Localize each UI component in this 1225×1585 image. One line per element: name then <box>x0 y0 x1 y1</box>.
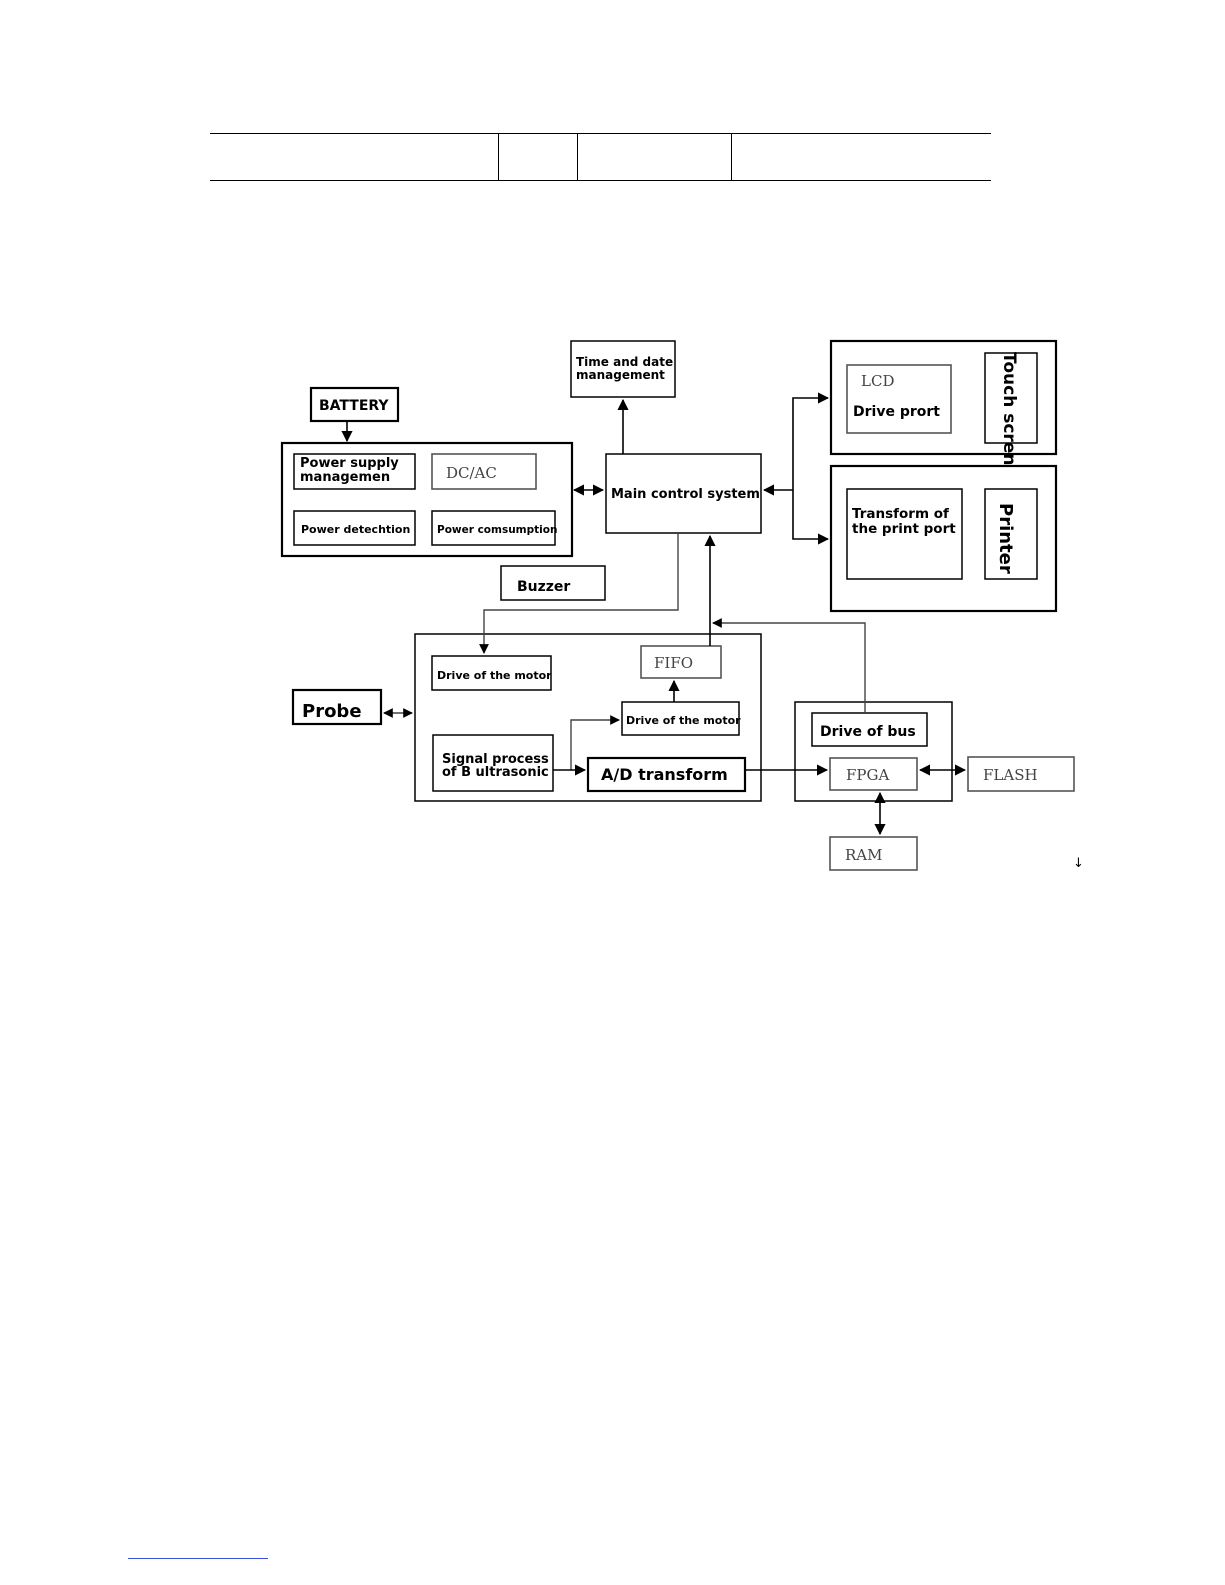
main-control-box <box>605 453 762 534</box>
header-cell-3 <box>577 134 732 180</box>
ad-transform-label: A/D transform <box>601 765 728 784</box>
bus-to-main-arrow <box>712 618 866 713</box>
paragraph-mark: ↓ <box>1073 856 1084 871</box>
dc-ac-box <box>431 453 537 490</box>
fifo-label: FIFO <box>654 654 693 672</box>
time-date-box <box>570 340 676 398</box>
power-supply-label-2: managemen <box>300 470 390 485</box>
probe-box <box>291 688 383 726</box>
drive-bus-label: Drive of bus <box>820 724 916 740</box>
battery-label: BATTERY <box>319 398 389 414</box>
drive-motor-label-2: Drive of the motor <box>626 714 741 727</box>
signal-process-box <box>432 734 554 792</box>
probe-label: Probe <box>302 701 362 722</box>
signal-to-motor-arrow <box>570 715 620 770</box>
dc-ac-label: DC/AC <box>446 464 497 482</box>
time-date-label-1: Time and date <box>576 355 673 369</box>
footer-link-line[interactable] <box>128 1558 268 1559</box>
printer-label: Printer <box>995 503 1016 574</box>
drive-motor-box-2 <box>621 701 740 736</box>
header-table <box>210 133 991 181</box>
ram-box <box>829 836 918 871</box>
ram-label: RAM <box>845 846 883 864</box>
buzzer-box <box>500 565 606 601</box>
battery-box <box>309 386 400 423</box>
main-to-motor-arrow <box>479 533 679 654</box>
touch-screen-label: Touch scren <box>999 352 1019 465</box>
transform-print-box <box>846 488 963 580</box>
power-consumption-label: Power comsumption <box>437 524 557 536</box>
transform-print-label-1: Transform of <box>852 506 949 522</box>
power-detection-box <box>293 510 416 546</box>
drive-motor-label-1: Drive of the motor <box>437 669 552 682</box>
header-cell-2 <box>498 134 578 180</box>
lcd-label: LCD <box>861 372 894 390</box>
ad-transform-box <box>586 756 747 793</box>
fpga-box <box>829 757 918 791</box>
header-cell-1 <box>210 134 499 180</box>
touch-screen-box <box>984 352 1038 444</box>
buzzer-label: Buzzer <box>517 579 570 595</box>
drive-prort-label: Drive prort <box>853 404 940 420</box>
main-to-display-arrow <box>792 392 830 490</box>
main-control-label: Main control system <box>611 487 760 502</box>
power-supply-box <box>293 453 416 490</box>
drive-motor-box-1 <box>431 655 552 691</box>
fpga-label: FPGA <box>846 766 889 784</box>
drive-bus-box <box>811 712 928 747</box>
fifo-box <box>640 645 722 679</box>
time-date-label-2: management <box>576 368 665 382</box>
power-supply-label-1: Power supply <box>300 456 399 471</box>
signal-process-label-1: Signal process <box>442 752 549 767</box>
flash-box <box>967 756 1075 792</box>
transform-print-label-2: the print port <box>852 521 956 537</box>
main-to-printer-arrow <box>792 490 830 545</box>
power-consumption-box <box>431 510 556 546</box>
printer-box <box>984 488 1038 580</box>
lcd-drive-box <box>846 364 952 434</box>
signal-process-label-2: of B ultrasonic <box>442 765 549 780</box>
power-detection-label: Power detechtion <box>301 523 410 536</box>
flash-label: FLASH <box>983 766 1038 784</box>
